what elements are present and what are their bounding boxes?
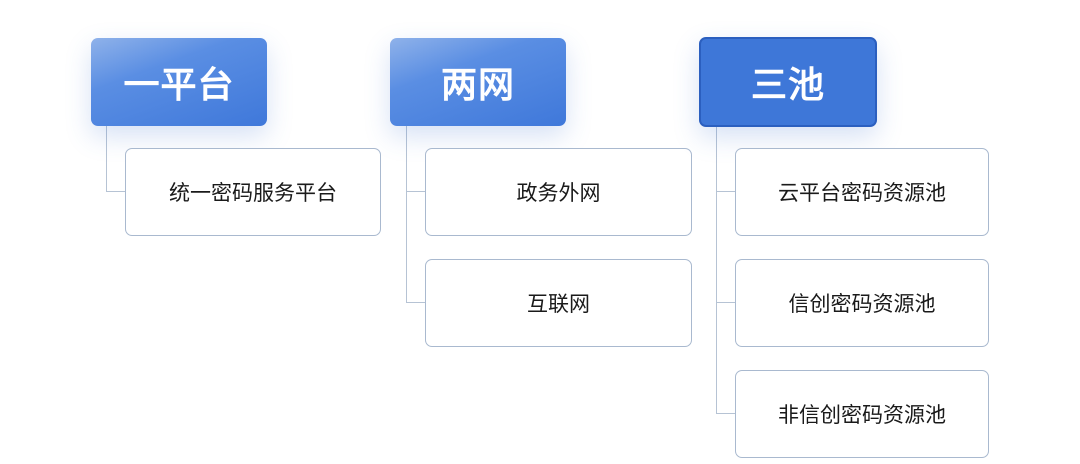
item-box-xinchuang-pool: 信创密码资源池 <box>735 259 989 347</box>
item-box-cloud-pool: 云平台密码资源池 <box>735 148 989 236</box>
group-header-networks: 两网 <box>390 38 566 126</box>
connector-line <box>106 126 126 192</box>
item-box-internet: 互联网 <box>425 259 692 347</box>
connector-line <box>406 192 426 303</box>
item-box-unified-platform: 统一密码服务平台 <box>125 148 381 236</box>
connector-line <box>716 126 736 192</box>
connector-line <box>716 303 736 414</box>
connector-line <box>406 126 426 192</box>
group-header-platform: 一平台 <box>91 38 267 126</box>
connector-line <box>716 192 736 303</box>
item-box-gov-extranet: 政务外网 <box>425 148 692 236</box>
item-box-non-xinchuang-pool: 非信创密码资源池 <box>735 370 989 458</box>
group-header-pools: 三池 <box>699 37 877 127</box>
